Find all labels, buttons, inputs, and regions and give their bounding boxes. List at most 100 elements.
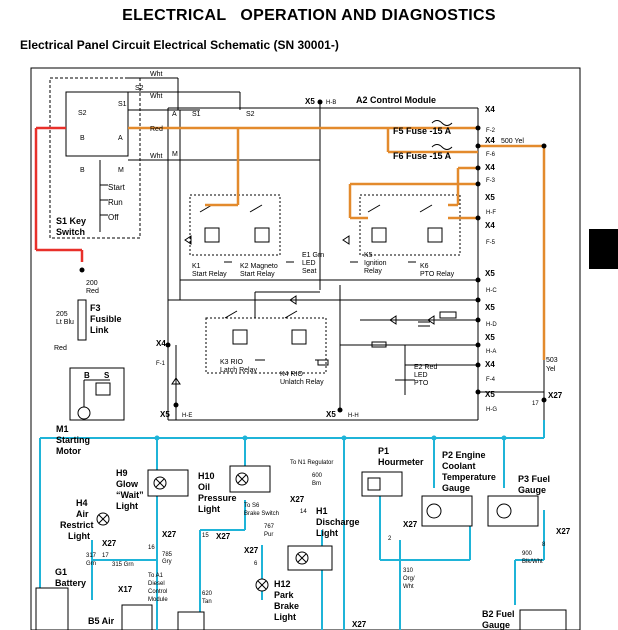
wire-200: 200 (86, 280, 98, 287)
k3-label-2: Latch Relay (220, 367, 257, 374)
s1-label: S1 Key (56, 216, 86, 226)
wire-620: 620 (202, 591, 213, 597)
wire-503-color: Yel (546, 366, 556, 373)
b2-label-2: Gauge (482, 620, 510, 630)
note-n1: To N1 Regulator (290, 460, 333, 466)
e2-label-3: PTO (414, 380, 429, 387)
schematic-frame (30, 67, 581, 630)
wire-310: 310 (403, 568, 414, 574)
k4-label: K4 RIO (280, 371, 304, 378)
k1-label-2: Start Relay (192, 271, 227, 278)
x27-bottom: X27 (352, 620, 367, 629)
h10-label-3: Pressure (198, 493, 237, 503)
x5-ha: X5 (485, 333, 495, 342)
h9-label: H9 (116, 468, 128, 478)
p2-label-2: Coolant (442, 461, 476, 471)
wire-600: 600 (312, 473, 323, 479)
k5-label-3: Relay (364, 268, 382, 275)
pin-ha: H-A (486, 349, 496, 355)
x5-hd: X5 (485, 303, 495, 312)
x27-h10: X27 (216, 532, 231, 541)
wire-205-color: Lt Blu (56, 319, 74, 326)
f3-label-3: Link (90, 325, 109, 335)
x5-hg: X5 (485, 390, 495, 399)
pin-f2: F-2 (486, 128, 496, 134)
p2-label: P2 Engine (442, 450, 486, 460)
wire-767-color: Pur (264, 532, 273, 538)
pin-f6: F-6 (486, 152, 496, 158)
wire-315: 315 Grn (112, 562, 134, 568)
m1-label: M1 (56, 424, 69, 434)
f3-label: F3 (90, 303, 101, 313)
pin-6: 6 (254, 561, 258, 567)
wire-900-color: Blk/Wht (522, 559, 543, 565)
k6-label-2: PTO Relay (420, 271, 455, 278)
b2-label: B2 Fuel (482, 609, 515, 619)
k4-label-2: Unlatch Relay (280, 379, 324, 386)
x27-right: X27 (548, 391, 563, 400)
h12-label-4: Light (274, 612, 296, 622)
h4-label: H4 (76, 498, 88, 508)
x5-hh: X5 (326, 410, 336, 419)
h4-label-2: Air (76, 509, 89, 519)
a2-term-s2: S2 (246, 111, 255, 118)
wire-200-color: Red (86, 288, 99, 295)
pin-f5: F-5 (486, 240, 496, 246)
motor-pin-b: B (84, 371, 90, 380)
x27-h1: X27 (290, 495, 305, 504)
wire-785: 785 (162, 552, 173, 558)
note-s6: To S6 (244, 503, 260, 509)
e1-label-3: Seat (302, 268, 316, 275)
x5-hc: X5 (485, 269, 495, 278)
p1-label: P1 (378, 446, 389, 456)
switched-power-wiring (128, 126, 546, 360)
note-a1-4: Module (148, 597, 168, 603)
h9-label-3: “Wait” (116, 490, 144, 500)
e2-label: E2 Red (414, 364, 437, 371)
pin-8: 8 (542, 542, 546, 548)
term-s2: S2 (135, 85, 144, 92)
x4-f3: X4 (485, 163, 495, 172)
e1-label-2: LED (302, 260, 316, 267)
p3-label-2: Gauge (518, 485, 546, 495)
b5-label: B5 Air (88, 616, 115, 626)
page-subtitle: Electrical Panel Circuit Electrical Sche… (20, 38, 339, 52)
pin-hb: H-B (326, 100, 336, 106)
m1-label-3: Motor (56, 446, 81, 456)
indicator-symbols (35, 465, 567, 630)
k3-label: K3 RIO (220, 359, 244, 366)
pin-he: H-E (182, 413, 192, 419)
motor-pin-s: S (104, 371, 110, 380)
wire-310-color-2: Wht (403, 584, 414, 590)
h1-label-3: Light (316, 528, 338, 538)
h12-label-2: Park (274, 590, 295, 600)
note-a1: To A1 (148, 573, 164, 579)
g1-label-2: Battery (55, 578, 86, 588)
h9-label-4: Light (116, 501, 138, 511)
k2-label-2: Start Relay (240, 271, 275, 278)
a2-term-m: M (172, 151, 178, 158)
wire-503: 503 (546, 357, 558, 364)
pin-hc: H-C (486, 288, 497, 294)
p1-label-2: Hourmeter (378, 457, 424, 467)
wire-620-color: Tan (202, 599, 212, 605)
x5-hf: X5 (485, 193, 495, 202)
pin-hf: H-F (486, 210, 496, 216)
term-a: A (118, 135, 123, 142)
x4-f2: X4 (485, 105, 495, 114)
wire-317-color: Grn (86, 561, 96, 567)
pin-f1: F-1 (156, 361, 166, 367)
term-s1: S1 (118, 101, 127, 108)
wire-900: 900 (522, 551, 533, 557)
black-wiring (49, 77, 545, 421)
p2-label-4: Gauge (442, 483, 470, 493)
x27-p2: X27 (403, 520, 418, 529)
h4-label-3: Restrict (60, 520, 94, 530)
h10-label-2: Oil (198, 482, 210, 492)
h4-label-4: Light (68, 531, 90, 541)
e1-label: E1 Grn (302, 252, 324, 259)
pin-f4: F-4 (486, 377, 496, 383)
k6-label: K6 (420, 263, 429, 270)
term-m: M (118, 167, 124, 174)
